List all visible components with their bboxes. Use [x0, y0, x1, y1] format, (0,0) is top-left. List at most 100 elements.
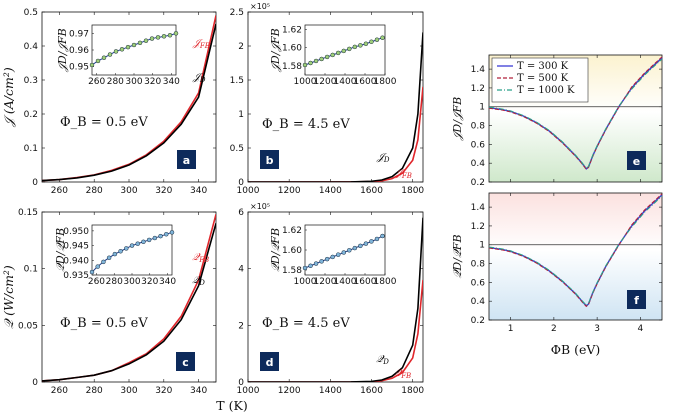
- inset-x-tick-label: 1000: [294, 277, 317, 287]
- inset-x-tick-label: 320: [144, 77, 161, 87]
- inset-marker: [374, 37, 380, 42]
- y-tick-label: 6: [238, 208, 244, 218]
- inset-y-tick-label: 0.935: [63, 271, 89, 281]
- badge-label: d: [266, 356, 274, 369]
- y-axis-label: 𝒥D/𝒥FB: [451, 97, 464, 141]
- inset-x-tick-label: 300: [123, 277, 140, 287]
- y-tick-label: 2: [238, 321, 244, 331]
- x-tick-label: 340: [190, 186, 207, 196]
- x-tick-label: 280: [86, 386, 103, 396]
- x-tick-label: 260: [51, 186, 68, 196]
- legend: T = 300 KT = 500 KT = 1000 K: [491, 57, 589, 103]
- y-tick-label: 0.4: [471, 159, 486, 169]
- y-tick-label: 0.5: [24, 8, 38, 18]
- x-tick-label: 1800: [401, 386, 424, 396]
- series-line: [248, 32, 423, 182]
- inset-marker: [158, 233, 163, 239]
- inset-x-tick-label: 260: [88, 77, 105, 87]
- inset-x-tick-label: 300: [125, 77, 142, 87]
- inset-marker: [155, 35, 161, 40]
- inset-marker: [118, 249, 123, 254]
- inset-marker: [358, 43, 363, 48]
- x-tick-label: 1800: [401, 186, 424, 196]
- inset-x-tick-label: 1000: [294, 77, 317, 87]
- inset-x-tick-label: 340: [163, 77, 180, 87]
- inset-marker: [152, 235, 158, 241]
- inset-x-tick-label: 280: [107, 77, 124, 87]
- panel-badge-f: f: [627, 290, 646, 309]
- inset-x-tick-label: 260: [88, 277, 105, 287]
- y-tick-label: 0.4: [24, 42, 39, 52]
- y-tick-label: 2.5: [230, 8, 244, 18]
- inset-x-tick-label: 1800: [374, 77, 397, 87]
- inset-marker: [89, 269, 95, 275]
- inset-marker: [308, 60, 313, 66]
- inset-marker: [374, 236, 380, 242]
- y-tick-label: 0.2: [471, 316, 485, 326]
- annotation: Φ_B = 4.5 eV: [262, 117, 350, 132]
- x-tick-label: 1000: [237, 186, 260, 196]
- y-tick-label: 0: [32, 378, 38, 388]
- inset-marker: [173, 31, 179, 36]
- inset-marker: [302, 62, 308, 68]
- badge-box: [177, 150, 196, 169]
- inset-x-tick-label: 1800: [374, 277, 397, 287]
- y-tick-label: 1.5: [230, 76, 244, 86]
- x-tick-label: 2: [551, 324, 557, 334]
- annotation: Φ_B = 0.5 eV: [60, 115, 148, 130]
- panel-badge-b: b: [260, 150, 279, 169]
- y-tick-label: 0: [32, 178, 38, 188]
- y-tick-label: 0.05: [18, 321, 38, 331]
- y-tick-label: 0.2: [471, 178, 485, 188]
- inset-marker: [352, 44, 358, 50]
- inset-y-label: 𝒬D/𝒬FB: [54, 228, 67, 272]
- inset-bg: [92, 25, 176, 75]
- x-tick-label: 300: [120, 186, 137, 196]
- y-tick-label: 0.8: [471, 122, 486, 132]
- series-label: 𝒥D: [192, 72, 206, 84]
- inset-y-tick-label: 0.945: [63, 242, 89, 252]
- x-tick-label: 1200: [278, 186, 301, 196]
- axis-multiplier: ×10⁵: [250, 2, 270, 11]
- inset-marker: [125, 44, 131, 50]
- inset-marker: [347, 248, 352, 253]
- inset-marker: [161, 34, 167, 39]
- y-tick-label: 0.6: [471, 140, 486, 150]
- badge-label: a: [183, 154, 190, 167]
- y-tick-label: 0.1: [24, 265, 38, 275]
- legend-box: [491, 57, 589, 103]
- plot-frame: [488, 192, 663, 321]
- inset-x-tick-label: 1200: [314, 277, 337, 287]
- y-tick-label: 0.2: [24, 110, 38, 120]
- series-label: 𝒬D: [192, 275, 205, 287]
- inset-marker: [302, 265, 308, 271]
- inset-x-tick-label: 320: [141, 277, 158, 287]
- y-axis-label: 𝒬 (W/cm²): [1, 265, 16, 329]
- y-tick-label: 0.3: [24, 76, 38, 86]
- series-label: 𝒬FB: [192, 252, 209, 264]
- axis-multiplier: ×10⁵: [250, 202, 270, 211]
- badge-label: c: [182, 356, 189, 369]
- inset-y-tick-label: 0.95: [69, 63, 89, 73]
- inset-marker: [137, 40, 143, 46]
- y-tick-label: 1.4: [471, 65, 486, 75]
- inset-marker: [369, 39, 374, 45]
- inset-x-tick-label: 1400: [334, 77, 357, 87]
- inset-marker: [124, 246, 129, 251]
- inset-marker: [324, 54, 330, 60]
- y-tick-label: 0.5: [230, 144, 244, 154]
- inset-marker: [169, 230, 175, 235]
- inset-y-tick-label: 1.60: [282, 246, 302, 256]
- x-tick-label: 1200: [278, 386, 301, 396]
- inset-marker: [335, 252, 341, 257]
- inset-x-tick-label: 340: [159, 277, 176, 287]
- inset-bg: [92, 225, 172, 275]
- inset-marker: [380, 35, 385, 40]
- inset-y-tick-label: 0.940: [63, 256, 89, 266]
- y-tick-label: 1: [238, 110, 244, 120]
